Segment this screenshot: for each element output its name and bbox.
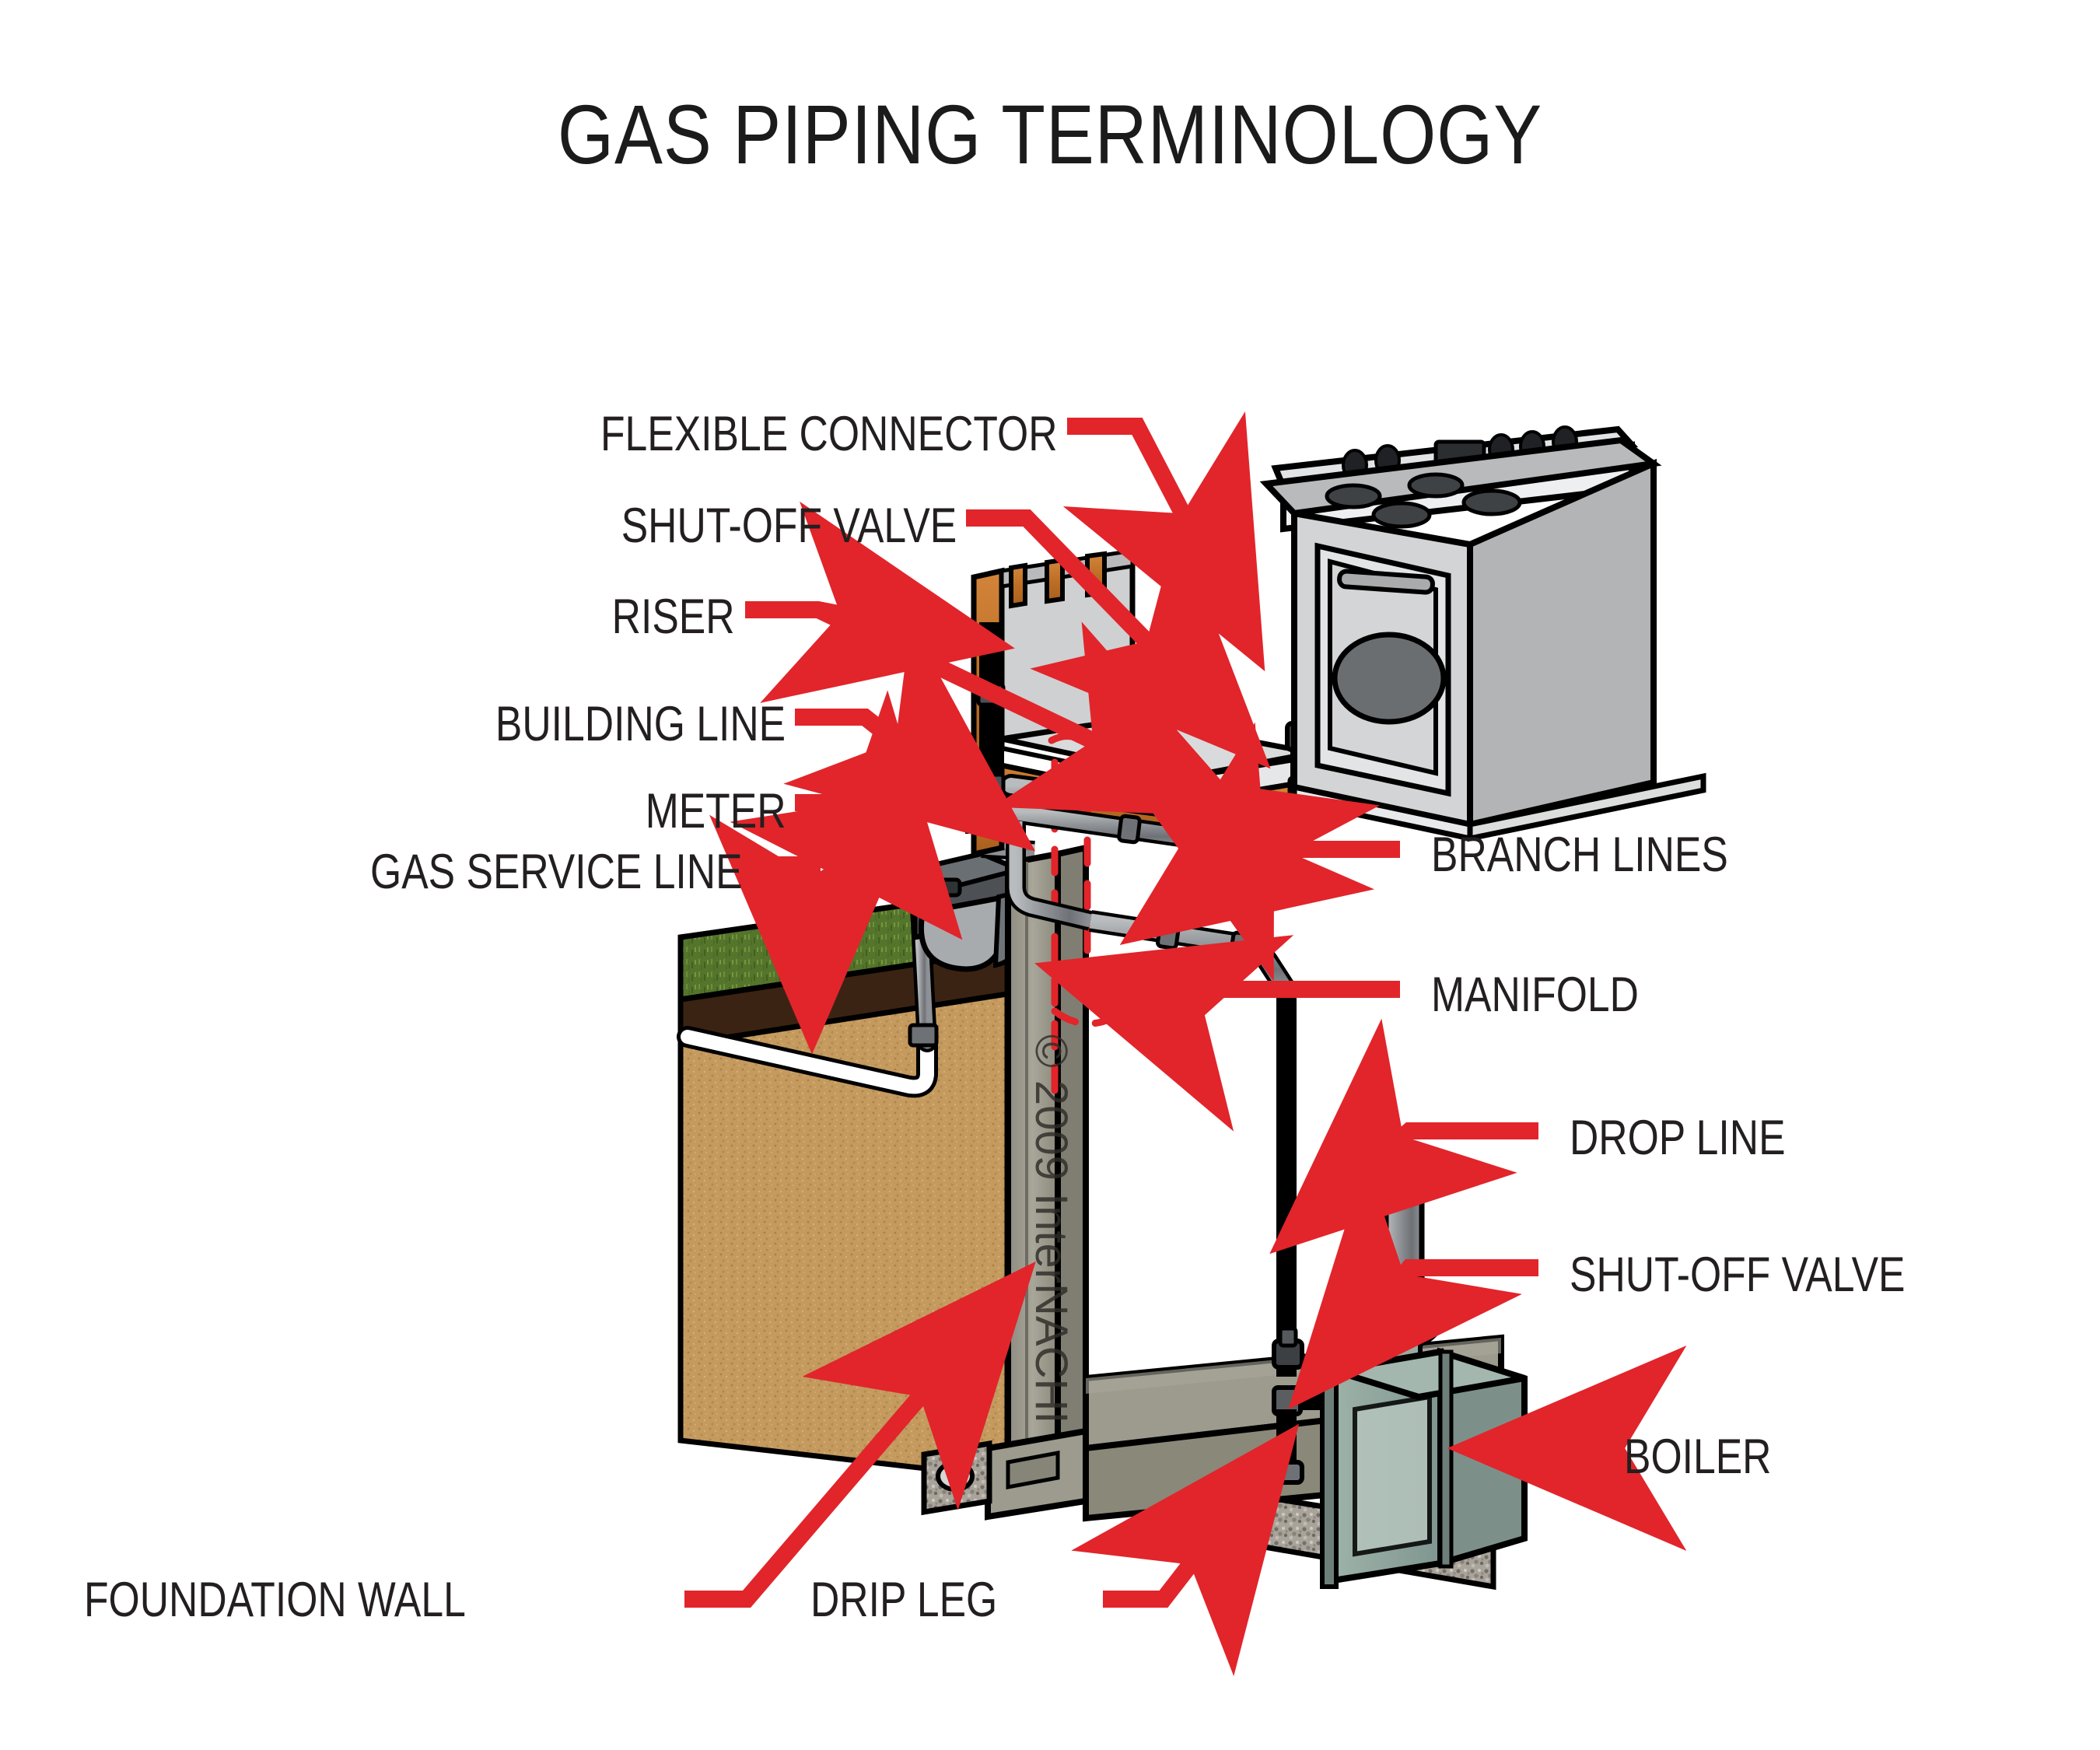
leader-branch-lines-b [1119, 722, 1375, 946]
label-gas-service-line: GAS SERVICE LINE [370, 845, 743, 899]
gas-service-line-pipe [677, 1024, 938, 1098]
page-title: GAS PIPING TERMINOLOGY [557, 87, 1543, 181]
leader-shut-off-valve-boiler [1288, 1160, 1538, 1410]
leader-foundation-wall [684, 1261, 1036, 1608]
label-shut-off-valve-top: SHUT-OFF VALVE [621, 499, 957, 553]
boiler-unit [1320, 1157, 1528, 1589]
label-drip-leg: DRIP LEG [810, 1573, 998, 1627]
label-building-line: BUILDING LINE [495, 697, 786, 751]
leader-gas-service-line [709, 814, 915, 1055]
stove-range [1259, 425, 1706, 842]
leader-lines [684, 411, 1687, 1677]
label-boiler: BOILER [1624, 1430, 1772, 1484]
label-manifold: MANIFOLD [1431, 968, 1639, 1022]
label-foundation-wall: FOUNDATION WALL [84, 1573, 466, 1627]
oven-handle [1337, 569, 1435, 595]
ground-soil-block [677, 887, 1010, 1481]
leader-manifold [1034, 935, 1400, 1132]
label-riser: RISER [612, 590, 735, 644]
leader-drip-leg [1071, 1423, 1300, 1677]
label-branch-lines: BRANCH LINES [1431, 828, 1728, 882]
drain-tile [936, 1461, 975, 1492]
label-shut-off-valve-boiler: SHUT-OFF VALVE [1570, 1248, 1906, 1302]
label-meter: METER [645, 784, 786, 838]
oven-window [1332, 632, 1447, 725]
copyright-watermark: © 2009 InterNACHI [1026, 1034, 1076, 1424]
label-flexible-connector: FLEXIBLE CONNECTOR [600, 407, 1058, 461]
label-drop-line: DROP LINE [1570, 1111, 1786, 1165]
